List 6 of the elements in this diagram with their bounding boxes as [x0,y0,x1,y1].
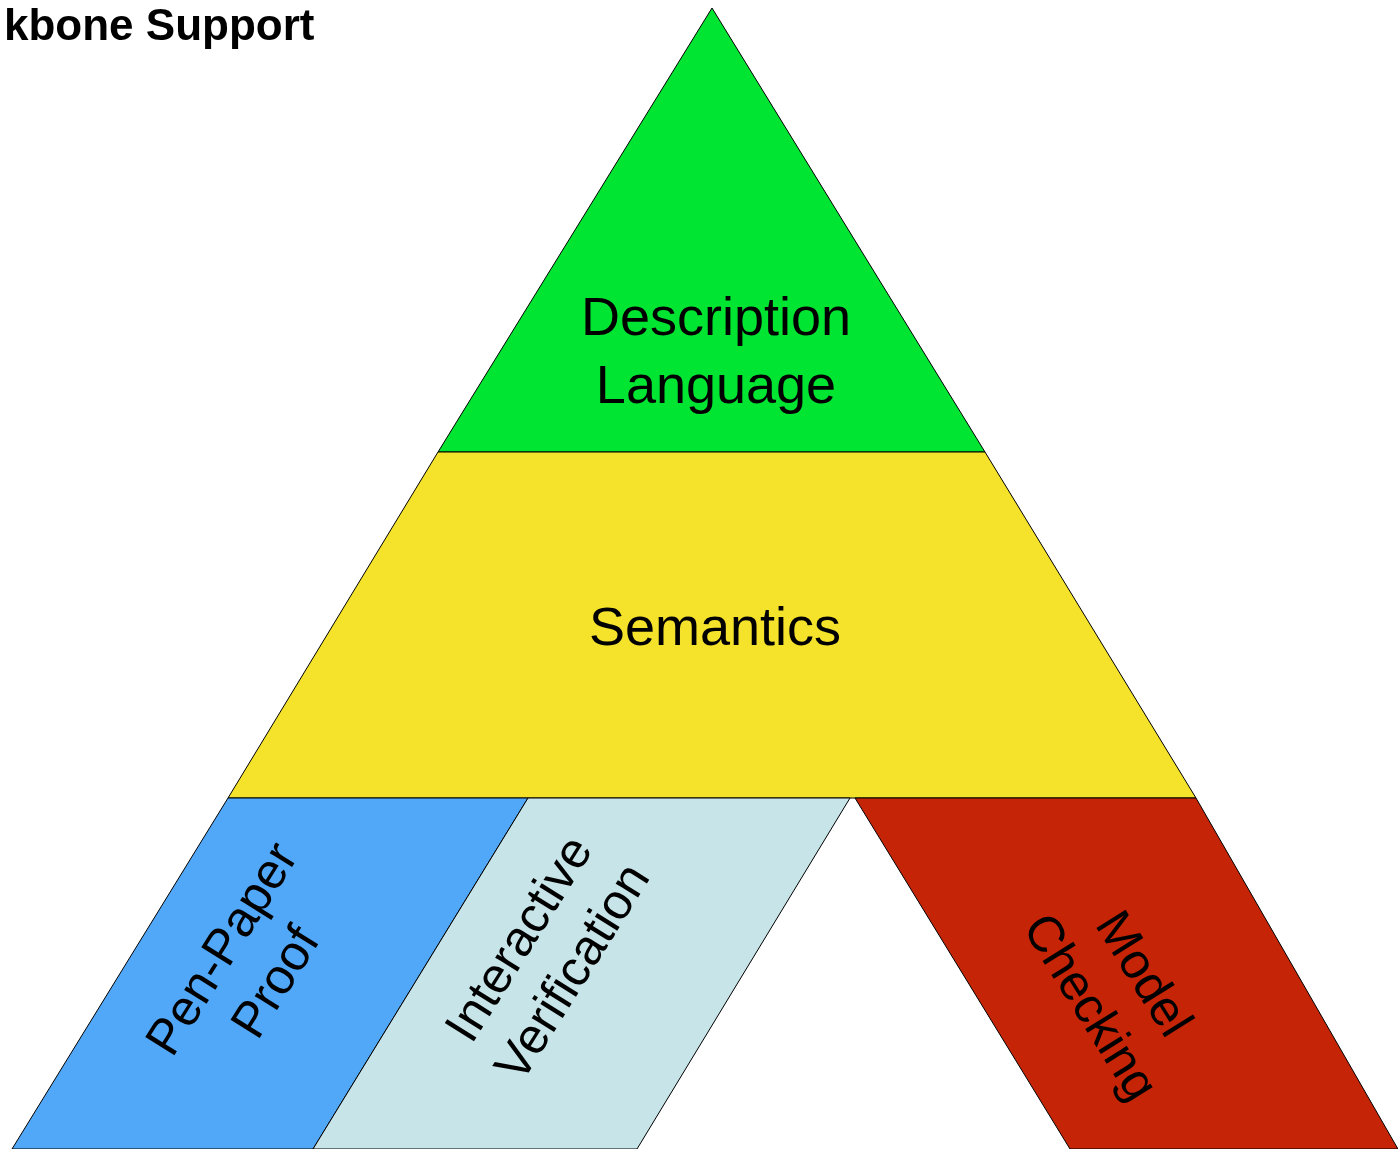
layer-label: Semantics [587,595,843,659]
layer-label: Description Language [579,284,853,416]
title: kbone Support [4,0,315,50]
pyramid-top-triangle [438,8,985,452]
pyramid-base-panel [855,798,1398,1149]
pyramid-middle-band [228,452,1196,798]
